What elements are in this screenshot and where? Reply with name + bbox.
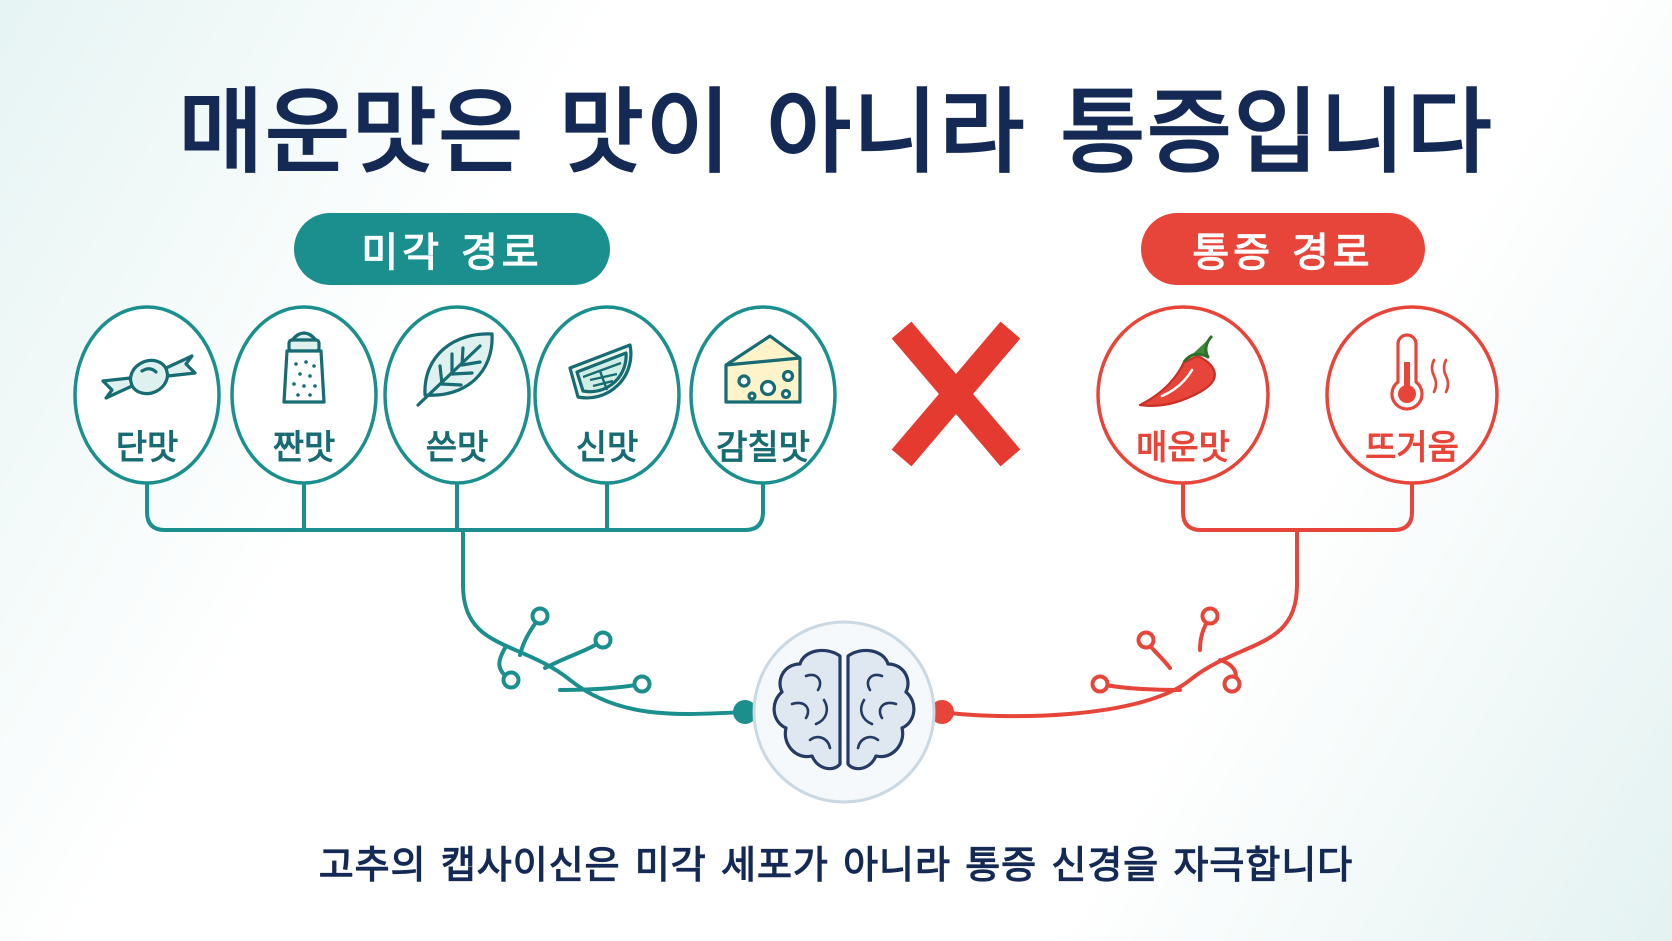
pain-endpoint [930,700,954,724]
lemon-slice-icon [568,343,633,400]
pain-connectors [940,481,1414,719]
thermometer-icon [1390,333,1450,411]
leaf-icon [416,332,494,407]
x-mark-icon [891,321,1021,467]
taste-item-label: 감칠맛 [716,428,810,468]
page-title: 매운맛은 맛이 아니라 통증입니다 [178,79,1494,186]
taste-connectors [145,481,765,716]
salt-shaker-icon [282,331,326,404]
taste-item-label: 단맛 [115,428,179,468]
taste-item-label: 신맛 [575,428,639,468]
taste-pathway-label: 미각 경로 [294,213,610,285]
taste-endpoint [733,700,757,724]
pain-item-label: 매운맛 [1136,428,1230,468]
taste-item-label: 짠맛 [272,428,336,468]
brain-icon [772,648,916,771]
pain-item-label: 뜨거움 [1365,428,1459,468]
taste-node-sour [533,305,681,485]
taste-node-bitter [383,305,531,485]
pain-pathway-label: 통증 경로 [1141,213,1425,285]
taste-item-label: 쓴맛 [425,428,489,468]
candy-icon [101,354,197,400]
cheese-icon [724,334,802,404]
caption: 고추의 캡사이신은 미각 세포가 아니라 통증 신경을 자극합니다 [318,843,1354,887]
chili-pepper-icon [1138,334,1216,407]
